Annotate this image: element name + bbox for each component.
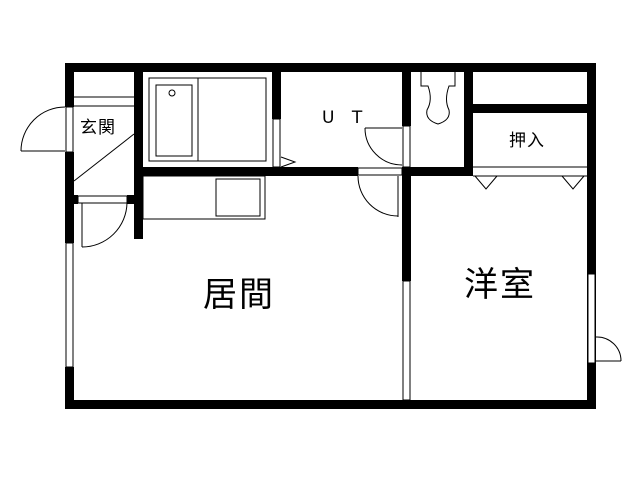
- kitchen-counter: [142, 175, 266, 220]
- top-wall: [65, 63, 596, 72]
- toilet-left-wall: [402, 63, 411, 126]
- right-window: [587, 273, 596, 364]
- fixtures: [20, 72, 622, 362]
- entrance-frame: [65, 106, 74, 153]
- genkan-door-frame: [77, 195, 128, 204]
- toilet-door-frame: [402, 125, 411, 168]
- bath-unit: [148, 77, 267, 162]
- openings: [65, 106, 596, 401]
- genkan-bottom-left: [65, 195, 78, 204]
- room-partition: [402, 167, 411, 281]
- room-label-genkan: 玄関: [80, 118, 116, 138]
- bath-sliding-door: [272, 118, 281, 168]
- left-wall-bottom: [65, 367, 74, 409]
- kitchen-door-frame: [357, 167, 403, 176]
- shelf-wall: [464, 104, 596, 113]
- partition-sliding-door: [402, 280, 411, 401]
- room-label-ima: 居間: [203, 275, 275, 315]
- left-wall-top: [65, 63, 74, 107]
- right-wall: [587, 63, 596, 409]
- mid-wall-left: [134, 167, 358, 176]
- kitchen-sink: [215, 178, 261, 217]
- room-label-ut: U T: [322, 108, 369, 128]
- bath-ut-wall: [272, 63, 281, 119]
- left-window: [65, 242, 74, 368]
- toilet-right-wall: [464, 63, 473, 176]
- room-label-oshiire: 押入: [509, 131, 545, 151]
- genkan-wall: [134, 63, 143, 239]
- walls: [65, 63, 596, 409]
- bathtub: [155, 84, 193, 157]
- mid-wall-right: [402, 167, 473, 176]
- room-label-yoshitsu: 洋室: [464, 265, 536, 305]
- bottom-wall: [65, 400, 596, 409]
- genkan-bottom-right: [127, 195, 143, 204]
- drain: [168, 89, 176, 97]
